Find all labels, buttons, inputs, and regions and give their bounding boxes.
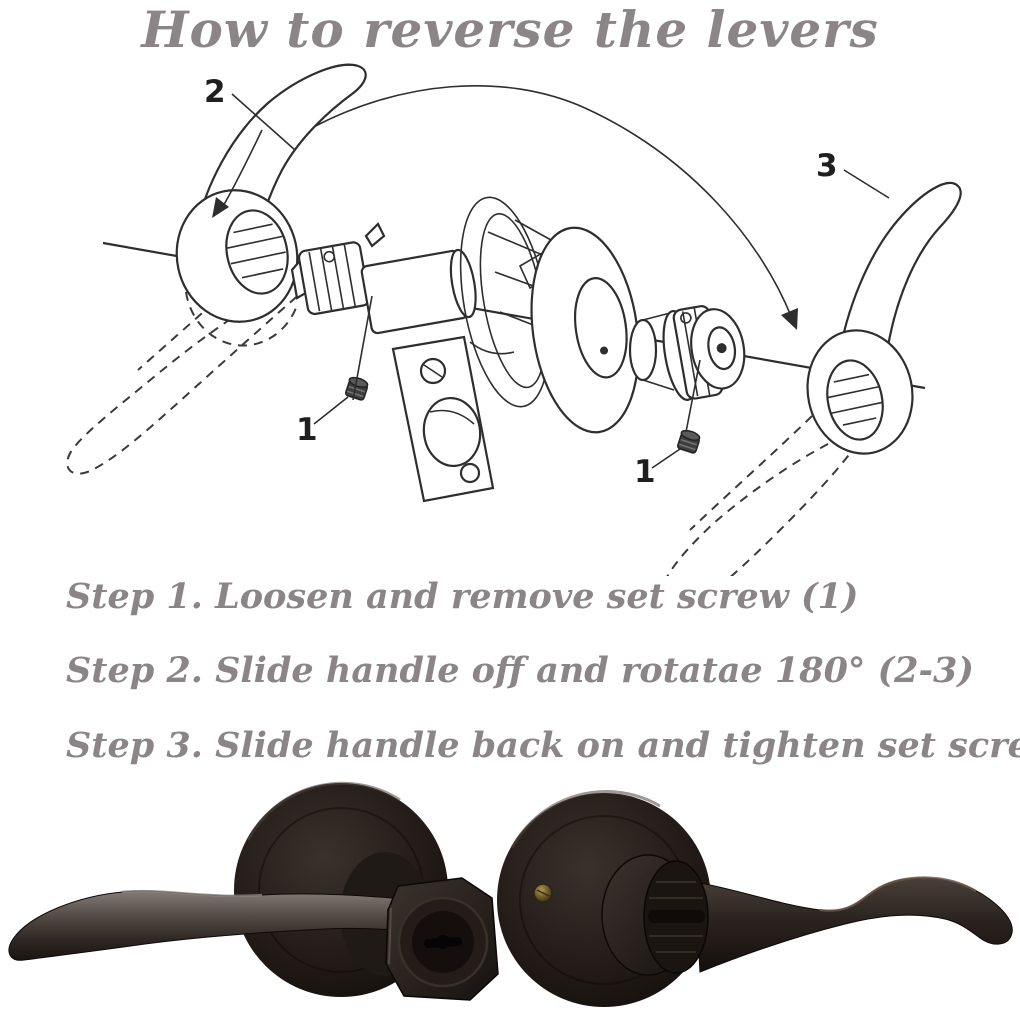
step-3-text: Step 3. Slide handle back on and tighten… [66,725,1020,766]
rotate-down-arrowhead [212,197,229,218]
set-screw-left [313,295,373,425]
diagram-label-3: 3 [816,148,838,184]
set-screw-right [651,359,701,469]
right-lever-dashed-outline [666,415,855,576]
step-2-text: Step 2. Slide handle off and rotatae 180… [66,650,974,691]
diagram-label-1-right: 1 [634,454,656,490]
right-lever [806,181,962,455]
product-photo-levers [8,781,1013,1007]
keyway-slot [424,935,463,949]
latch-chassis-assembly [290,196,746,503]
diagram-label-2: 2 [204,74,226,110]
label-2-leader [231,93,296,151]
left-lever [175,63,367,323]
diagram-label-1-left: 1 [296,412,318,448]
step-1-text: Step 1. Loosen and remove set screw (1) [66,576,859,617]
rotation-arc-arrow [307,85,798,330]
thumb-turn [643,860,709,974]
page-title: How to reverse the levers [141,0,879,59]
right-lever-spindle-opening [826,359,884,441]
label-3-leader [843,169,890,199]
photo-left-lever [8,781,499,1001]
right-lever-blade [694,877,1013,973]
rotate-down-arrow-shaft [221,129,263,209]
left-lever-spindle-opening [225,209,289,295]
exploded-lockset-diagram: 2 [66,63,962,576]
photo-right-lever [497,790,1013,1007]
